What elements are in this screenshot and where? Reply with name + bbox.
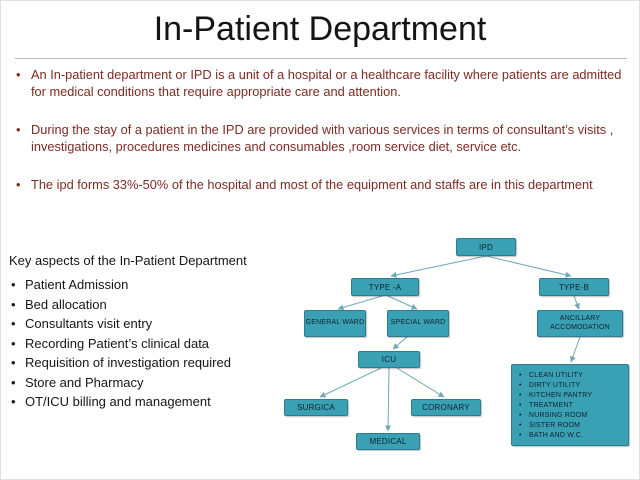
node-label: ICU	[381, 355, 397, 364]
title-divider	[15, 58, 627, 59]
bullet-marker: •	[11, 316, 16, 331]
list-item: • Requisition of investigation required	[9, 353, 309, 373]
bullet-marker: •	[16, 177, 21, 192]
utility-item-text: CLEAN UTILITY	[529, 372, 583, 379]
node-ipd: IPD	[456, 238, 516, 256]
bullet-marker: •	[11, 335, 16, 351]
list-item: • Bed allocation	[9, 295, 309, 315]
bullet-marker: •	[519, 392, 522, 399]
intro-bullet-text: During the stay of a patient in the IPD …	[31, 122, 614, 154]
node-label: CORONARY	[422, 403, 470, 412]
node-type-a: TYPE -A	[351, 278, 419, 296]
key-aspect-text: OT/ICU billing and management	[25, 394, 211, 409]
bullet-marker: •	[11, 374, 16, 390]
bullet-marker: •	[519, 422, 522, 429]
list-item: • Patient Admission	[9, 275, 309, 295]
intro-bullet-list: • An In-patient department or IPD is a u…	[16, 66, 622, 214]
list-item: • Store and Pharmacy	[9, 373, 309, 393]
node-ancillary-accomodation: ANCILLARY ACCOMODATION	[537, 310, 623, 337]
node-type-b: TYPE-B	[539, 278, 609, 296]
node-label: SPECIAL WARD	[390, 319, 446, 327]
list-item: • Consultants visit entry	[9, 314, 309, 334]
bullet-marker: •	[519, 382, 522, 389]
bullet-marker: •	[16, 122, 21, 137]
page-title: In-Patient Department	[153, 10, 487, 48]
key-aspect-text: Consultants visit entry	[25, 316, 153, 331]
list-item: • The ipd forms 33%-50% of the hospital …	[16, 176, 622, 193]
list-item: • NURSING ROOM	[519, 411, 625, 421]
node-label: SURGICA	[297, 403, 335, 412]
bullet-marker: •	[11, 277, 16, 292]
bullet-marker: •	[519, 432, 522, 439]
node-label: IPD	[479, 242, 493, 252]
utility-item-text: DIRTY UTILITY	[529, 382, 581, 389]
list-item: • KITCHEN PANTRY	[519, 391, 625, 401]
list-item: • During the stay of a patient in the IP…	[16, 121, 622, 155]
key-aspect-text: Patient Admission	[25, 277, 129, 292]
node-label: MEDICAL	[369, 437, 407, 446]
key-aspect-text: Store and Pharmacy	[25, 374, 144, 390]
key-aspect-text: Bed allocation	[25, 296, 107, 312]
list-item: • SISTER ROOM	[519, 421, 625, 431]
node-special-ward: SPECIAL WARD	[387, 310, 449, 337]
node-label: GENERAL WARD	[305, 319, 365, 327]
key-aspect-text: Recording Patient’s clinical data	[25, 335, 210, 351]
list-item: • Recording Patient’s clinical data	[9, 334, 309, 354]
node-label: TYPE -A	[368, 282, 402, 292]
bullet-marker: •	[11, 394, 16, 409]
utility-item-text: BATH AND W.C.	[529, 432, 584, 439]
node-utility-list: • CLEAN UTILITY • DIRTY UTILITY • KITCHE…	[511, 364, 629, 446]
bullet-marker: •	[519, 412, 522, 419]
bullet-marker: •	[519, 372, 522, 379]
node-label: ANCILLARY ACCOMODATION	[550, 315, 610, 331]
utility-item-text: TREATMENT	[529, 402, 574, 409]
list-item: • BATH AND W.C.	[519, 431, 625, 441]
list-item: • DIRTY UTILITY	[519, 381, 625, 391]
list-item: • TREATMENT	[519, 401, 625, 411]
list-item: • CLEAN UTILITY	[519, 371, 625, 381]
list-item: • An In-patient department or IPD is a u…	[16, 66, 622, 100]
node-icu: ICU	[358, 351, 420, 368]
bullet-marker: •	[16, 67, 21, 82]
utility-item-text: NURSING ROOM	[529, 412, 588, 419]
utility-item-text: SISTER ROOM	[529, 422, 581, 429]
node-surgical: SURGICA	[284, 399, 348, 416]
intro-bullet-text: An In-patient department or IPD is a uni…	[31, 67, 622, 99]
utility-item-text: KITCHEN PANTRY	[529, 392, 593, 399]
bullet-marker: •	[519, 402, 522, 409]
key-aspects-section: Key aspects of the In-Patient Department…	[9, 251, 309, 412]
bullet-marker: •	[11, 355, 16, 370]
key-aspect-text: Requisition of investigation required	[25, 355, 231, 370]
node-coronary: CORONARY	[411, 399, 481, 416]
list-item: • OT/ICU billing and management	[9, 392, 309, 412]
intro-bullet-text: The ipd forms 33%-50% of the hospital an…	[31, 177, 593, 192]
node-medical: MEDICAL	[356, 433, 420, 450]
bullet-marker: •	[11, 296, 16, 312]
key-aspects-heading: Key aspects of the In-Patient Department	[9, 253, 247, 268]
node-label: TYPE-B	[558, 282, 590, 292]
node-general-ward: GENERAL WARD	[304, 310, 366, 337]
